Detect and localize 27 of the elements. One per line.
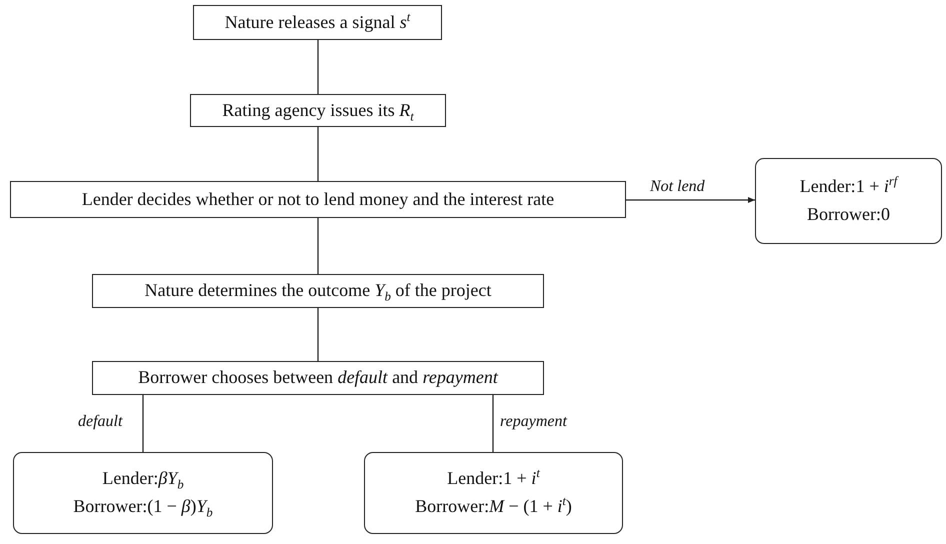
payoff-text: Lender:βY$_{b}$ [102, 469, 184, 489]
payoff-text: Borrower:(1 − β)Y$_{b}$ [73, 497, 213, 517]
stage-text: Rating agency issues its R$_{t}$ [222, 100, 414, 120]
connector-line [142, 395, 144, 452]
stage-text: Lender decides whether or not to lend money and the interest rate [82, 190, 554, 210]
connector-line [317, 127, 319, 181]
connector-line [317, 40, 319, 94]
payoff-text: Borrower:M − (1 + i$^{t}$) [415, 497, 572, 517]
payoff-box [13, 452, 273, 534]
stage-box [193, 5, 442, 40]
connector-line [317, 218, 319, 274]
arrow [626, 197, 755, 203]
connector-line [317, 308, 319, 361]
payoff-text: Lender:1 + i$^{rf}$ [800, 177, 898, 197]
stage-box [92, 274, 544, 308]
stage-box [92, 361, 544, 395]
payoff-text: Borrower:0 [807, 205, 890, 225]
payoff-box [364, 452, 623, 534]
stage-text: Borrower chooses between default and repayment [138, 368, 498, 388]
connector-line [492, 395, 494, 452]
stage-text: Nature determines the outcome Y$_{b}$ of the project [144, 281, 492, 301]
edge-label: default [78, 413, 122, 431]
stage-box [10, 181, 626, 218]
stage-text: Nature releases a signal s$^{t}$ [224, 12, 410, 32]
stage-box [190, 94, 446, 127]
payoff-box [755, 158, 942, 244]
payoff-text: Lender:1 + i$^{t}$ [447, 469, 540, 489]
